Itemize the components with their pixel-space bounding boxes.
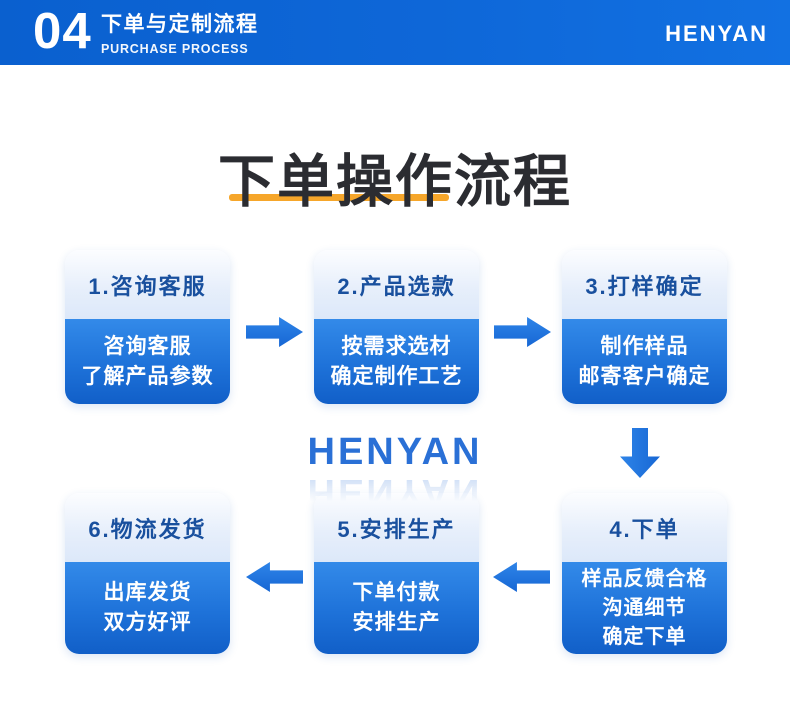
step-2-title: 2.产品选款: [314, 250, 479, 319]
section-title-cn: 下单与定制流程: [101, 13, 259, 36]
step-card-1: 1.咨询客服 咨询客服 了解产品参数: [65, 250, 230, 404]
step-1-line-2: 了解产品参数: [81, 364, 214, 388]
step-3-title: 3.打样确定: [562, 250, 727, 319]
step-card-3: 3.打样确定 制作样品 邮寄客户确定: [562, 250, 727, 404]
step-card-2: 2.产品选款 按需求选材 确定制作工艺: [314, 250, 479, 404]
step-5-line-1: 下单付款: [352, 581, 441, 605]
step-6-line-1: 出库发货: [103, 581, 192, 605]
step-card-4: 4.下单 样品反馈合格 沟通细节 确定下单: [562, 493, 727, 654]
step-1-title: 1.咨询客服: [65, 250, 230, 319]
arrow-right-icon-1: [246, 317, 303, 347]
step-3-detail: 制作样品 邮寄客户确定: [562, 319, 727, 404]
step-2-line-2: 确定制作工艺: [330, 364, 463, 388]
section-title-block: 下单与定制流程 PURCHASE PROCESS: [101, 8, 259, 56]
step-card-6: 6.物流发货 出库发货 双方好评: [65, 493, 230, 654]
step-1-line-1: 咨询客服: [103, 334, 192, 358]
arrow-right-icon-2: [494, 317, 551, 347]
step-card-5: 5.安排生产 下单付款 安排生产: [314, 493, 479, 654]
title-underline: [229, 194, 449, 201]
section-banner: 04 下单与定制流程 PURCHASE PROCESS HENYAN: [0, 0, 790, 65]
step-5-title: 5.安排生产: [314, 493, 479, 562]
step-4-line-3: 确定下单: [602, 625, 687, 648]
brand-watermark: HENYAN HENYAN: [0, 431, 790, 513]
step-4-detail: 样品反馈合格 沟通细节 确定下单: [562, 562, 727, 654]
step-4-line-2: 沟通细节: [602, 596, 687, 619]
step-5-detail: 下单付款 安排生产: [314, 562, 479, 654]
brand-logo: HENYAN: [665, 21, 768, 46]
step-4-title: 4.下单: [562, 493, 727, 562]
section-title-en: PURCHASE PROCESS: [101, 42, 249, 56]
step-3-line-1: 制作样品: [600, 334, 689, 358]
step-2-detail: 按需求选材 确定制作工艺: [314, 319, 479, 404]
step-5-line-2: 安排生产: [352, 611, 441, 634]
watermark-text: HENYAN: [307, 431, 483, 473]
section-number: 04: [33, 2, 92, 59]
step-6-line-2: 双方好评: [103, 611, 192, 634]
step-6-title: 6.物流发货: [65, 493, 230, 562]
page-title: 下单操作流程: [218, 150, 572, 214]
arrow-left-icon-2: [246, 562, 303, 592]
step-2-line-1: 按需求选材: [341, 334, 452, 358]
arrow-left-icon-1: [493, 562, 550, 592]
watermark-reflection: HENYAN: [307, 471, 483, 513]
step-4-line-1: 样品反馈合格: [581, 567, 708, 590]
step-3-line-2: 邮寄客户确定: [578, 364, 711, 388]
step-1-detail: 咨询客服 了解产品参数: [65, 319, 230, 404]
step-6-detail: 出库发货 双方好评: [65, 562, 230, 654]
